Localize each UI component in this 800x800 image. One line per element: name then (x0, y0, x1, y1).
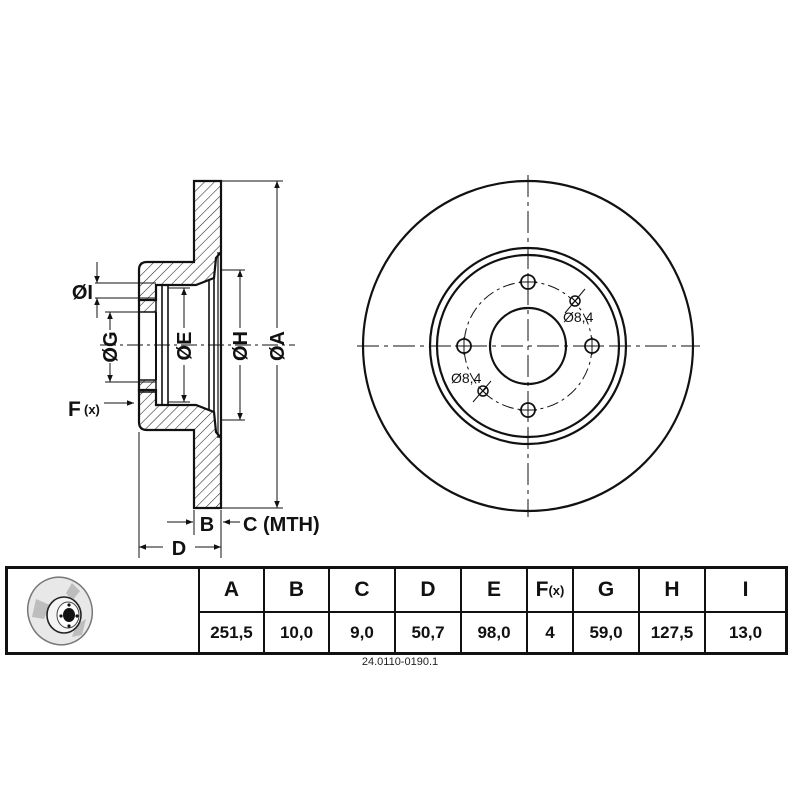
label-f-sub: (x) (84, 402, 100, 417)
value-g: 59,0 (589, 622, 623, 642)
header-h: H (640, 569, 704, 613)
header-a: A (200, 569, 263, 613)
label-b: B (200, 514, 214, 536)
hub-bottom-section (137, 388, 223, 510)
small-hole-icon (564, 288, 586, 314)
label-dia-a: ØA (267, 331, 289, 361)
label-c-mth: C (MTH) (243, 514, 320, 536)
section-view: ØA ØH ØE ØG ØI F (x) D (68, 179, 320, 560)
col-g: G 59,0 (574, 569, 640, 652)
header-b: B (265, 569, 328, 613)
header-c: C (330, 569, 394, 613)
header-f-letter: F (535, 578, 549, 601)
header-f: F(x) (528, 569, 572, 613)
col-f: F(x) 4 (528, 569, 574, 652)
front-view: Ø8,4 Ø8,4 (357, 175, 700, 517)
value-f: 4 (545, 622, 555, 642)
value-c: 9,0 (350, 622, 374, 642)
col-c: C 9,0 (330, 569, 396, 652)
brake-disc-icon (27, 576, 93, 646)
col-d: D 50,7 (396, 569, 462, 652)
label-hole-lower: Ø8,4 (451, 370, 482, 386)
bolt-hole-icon (583, 337, 601, 355)
value-b: 10,0 (279, 622, 314, 642)
value-a: 251,5 (210, 622, 253, 642)
label-hole-upper: Ø8,4 (563, 309, 594, 325)
col-h: H 127,5 (640, 569, 706, 652)
value-e: 98,0 (477, 622, 511, 642)
bolt-hole-icon (519, 273, 537, 291)
value-i: 13,0 (728, 622, 763, 642)
label-dia-h: ØH (230, 331, 252, 361)
hub-top-section (137, 179, 223, 302)
header-i: I (706, 569, 785, 613)
bolt-hole-icon (519, 401, 537, 419)
technical-drawing: ØA ØH ØE ØG ØI F (x) D (68, 175, 700, 560)
header-f-sub: (x) (548, 582, 565, 598)
header-g: G (574, 569, 638, 613)
header-d: D (396, 569, 460, 613)
spec-table: A 251,5 B 10,0 C 9,0 D 50,7 E 98,0 F(x) … (5, 566, 788, 655)
disc-thumbnail (8, 569, 200, 652)
value-d: 50,7 (411, 622, 445, 642)
col-a: A 251,5 (200, 569, 265, 652)
col-b: B 10,0 (265, 569, 330, 652)
header-e: E (462, 569, 526, 613)
label-dia-i: ØI (72, 282, 93, 304)
small-hole-icon (472, 380, 492, 403)
label-dia-e: ØE (174, 332, 196, 361)
label-dia-g: ØG (100, 331, 122, 362)
bolt-hole-icon (455, 337, 473, 355)
col-i: I 13,0 (706, 569, 785, 652)
part-number: 24.0110-0190.1 (361, 656, 439, 668)
spec-columns: A 251,5 B 10,0 C 9,0 D 50,7 E 98,0 F(x) … (200, 569, 785, 652)
label-f: F (68, 398, 81, 421)
label-d: D (172, 538, 186, 560)
value-h: 127,5 (650, 622, 694, 642)
col-e: E 98,0 (462, 569, 528, 652)
